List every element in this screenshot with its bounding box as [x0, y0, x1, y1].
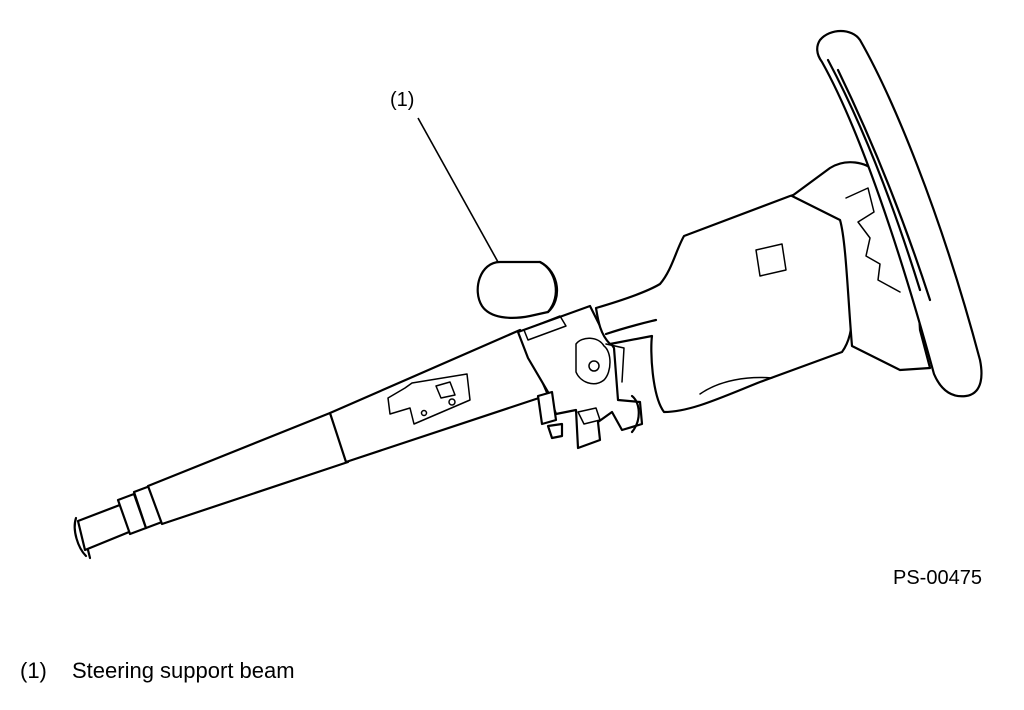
column-jacket: [328, 328, 550, 464]
legend: (1) Steering support beam: [20, 658, 295, 684]
column-shroud: [594, 191, 854, 414]
steering-support-beam: [476, 260, 559, 319]
legend-number: (1): [20, 658, 47, 683]
callout-leader: [417, 117, 499, 263]
legend-text: Steering support beam: [72, 658, 295, 683]
tilt-lock-bracket: [516, 304, 644, 450]
steering-wheel: [816, 29, 983, 398]
figure-id: PS-00475: [893, 567, 982, 589]
callout-label: (1): [390, 89, 414, 111]
steering-column-illustration: (1) PS-00475: [73, 29, 983, 589]
shaft-collar: [116, 411, 350, 536]
